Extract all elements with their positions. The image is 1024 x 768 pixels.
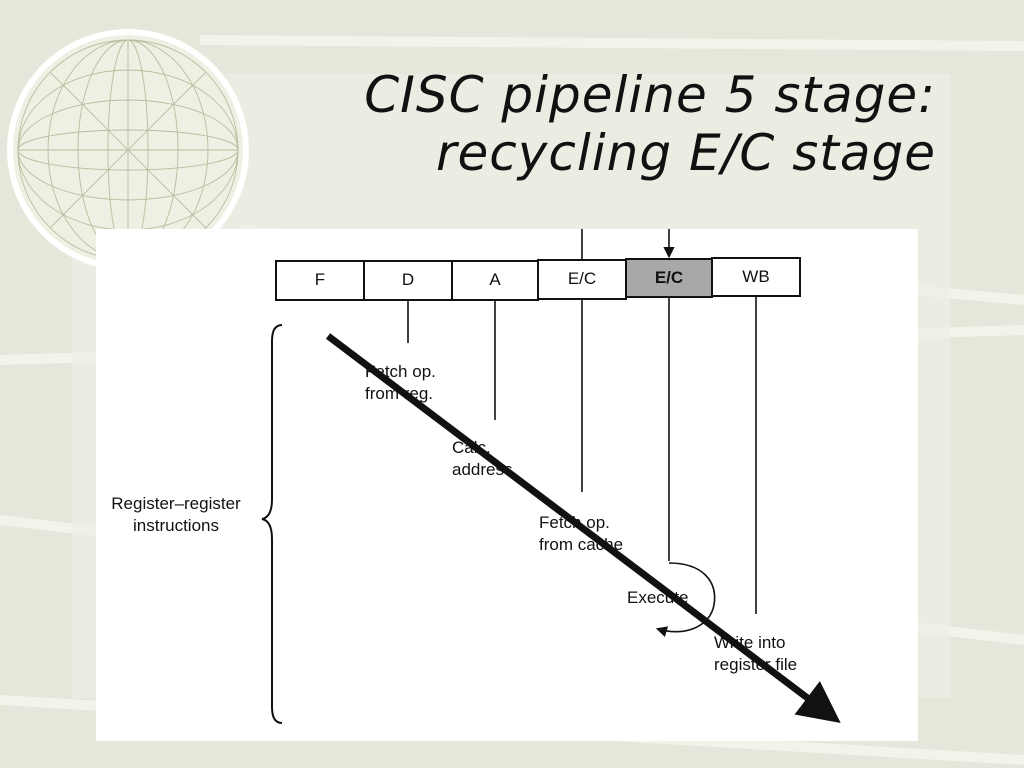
slide-title: CISC pipeline 5 stage: recycling E/C sta… bbox=[236, 66, 936, 182]
step-write-register-line-2: register file bbox=[714, 655, 798, 674]
stage-box-0 bbox=[275, 260, 365, 301]
instruction-flow-arrow bbox=[325, 333, 841, 724]
step-fetch-reg-line-1: Fetch op. bbox=[365, 362, 436, 381]
stage-box-4 bbox=[625, 258, 713, 298]
step-fetch-reg: Fetch op. from reg. bbox=[365, 361, 436, 405]
stage-box-1 bbox=[363, 260, 453, 301]
slide-title-line-2: recycling E/C stage bbox=[435, 124, 936, 182]
group-label: Register–register instructions bbox=[111, 494, 241, 535]
step-write-register-line-1: Write into bbox=[714, 633, 786, 652]
step-calc-address: Calc. address bbox=[452, 437, 512, 481]
stage-label-1: D bbox=[401, 270, 415, 289]
diagram-graphics bbox=[261, 229, 841, 724]
step-execute: Execute bbox=[627, 587, 688, 609]
recycle-loop-icon bbox=[655, 562, 716, 637]
pipeline-diagram: F D A E/C E/C WB Register–register instr… bbox=[96, 229, 918, 741]
step-fetch-cache: Fetch op. from cache bbox=[539, 512, 623, 556]
stage-box-5 bbox=[711, 257, 801, 297]
step-write-register: Write into register file bbox=[714, 632, 797, 676]
stage-label-4: E/C bbox=[654, 268, 684, 287]
group-brace bbox=[261, 324, 283, 724]
step-fetch-cache-line-2: from cache bbox=[539, 535, 624, 554]
step-calc-address-line-1: Calc. bbox=[452, 438, 491, 457]
stage-label-2: A bbox=[489, 270, 501, 289]
slide-title-line-1: CISC pipeline 5 stage: bbox=[364, 66, 936, 124]
stage-label-5: WB bbox=[742, 267, 770, 286]
stage-label-3: E/C bbox=[567, 269, 597, 288]
step-calc-address-line-2: address bbox=[452, 460, 513, 479]
stage-box-2 bbox=[451, 260, 539, 301]
step-execute-line-1: Execute bbox=[627, 588, 689, 607]
step-fetch-reg-line-2: from reg. bbox=[365, 384, 434, 403]
stage-label-0: F bbox=[314, 270, 326, 289]
step-fetch-cache-line-1: Fetch op. bbox=[539, 513, 610, 532]
